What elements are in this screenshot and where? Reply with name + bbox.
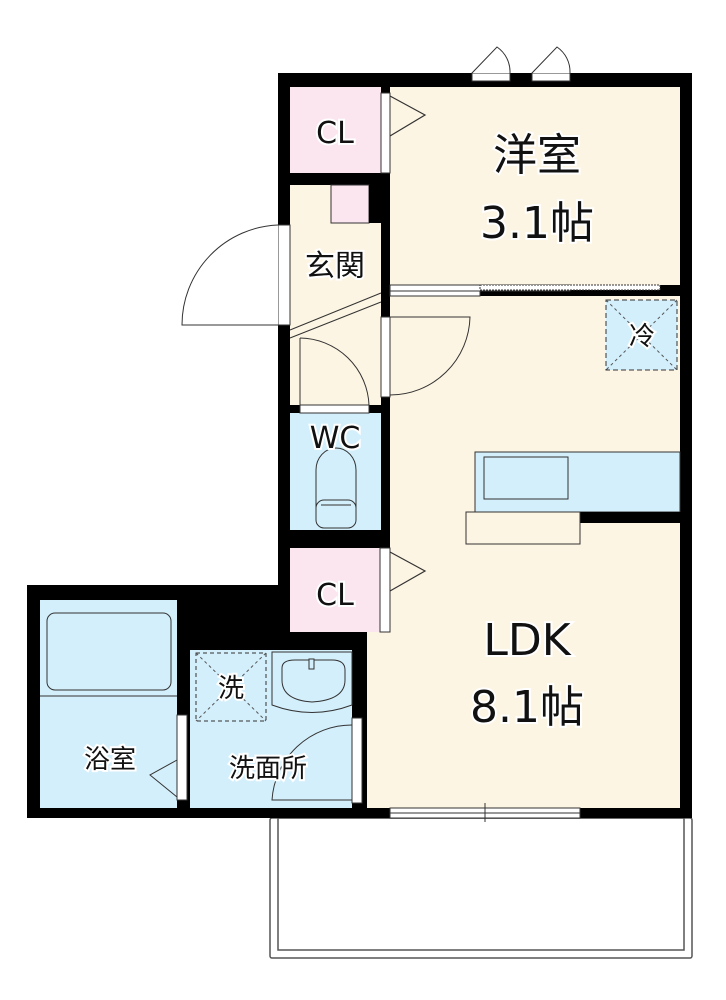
balcony [269,817,693,959]
wash-basin [271,651,353,713]
closet-bottom-door[interactable] [379,547,391,633]
bathtub [46,612,172,691]
front-door[interactable] [277,224,291,326]
ldk-label: LDK [483,615,571,666]
bathroom-label: 浴室 [84,745,136,775]
closet-top-label: CL [316,116,354,151]
washroom-label: 洗面所 [229,754,307,784]
toilet-icon [315,447,357,529]
ldk-window [389,803,581,822]
ldk-room [367,296,680,808]
washer-label: 洗 [218,674,244,704]
western-room-label: 洋室 [493,130,581,181]
closet-door[interactable] [380,92,391,174]
western-windows [471,46,571,82]
western-room [390,87,680,285]
toilet-label: WC [310,421,361,456]
fridge-label: 冷 [629,322,655,352]
closet-bottom [290,548,380,632]
western-room-size: 3.1帖 [480,198,594,249]
wc-door[interactable] [299,404,370,414]
closet-bottom-label: CL [316,578,354,613]
ldk-size: 8.1帖 [470,682,584,733]
washroom-door[interactable] [351,717,363,804]
closet-top [290,87,381,173]
shoe-box [330,184,370,224]
bathroom-door[interactable] [176,714,188,801]
bar-counter [465,511,581,545]
ldk-door[interactable] [380,316,391,398]
kitchen-sink [483,456,569,500]
entrance-label: 玄関 [305,249,365,284]
